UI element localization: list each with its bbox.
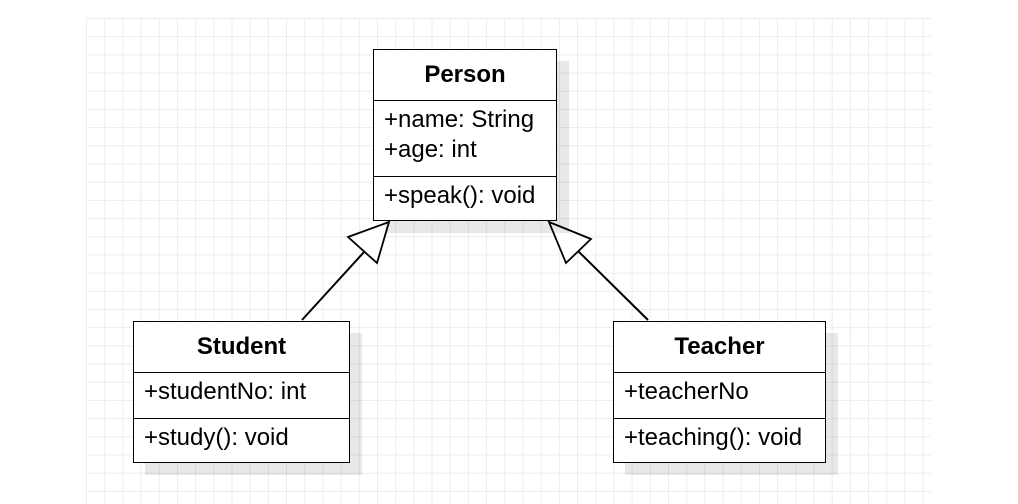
class-student[interactable]: Student +studentNo: int +study(): void [133,321,350,463]
class-attributes: +name: String +age: int [374,101,556,177]
hollow-triangle-arrowhead [346,220,391,265]
hollow-triangle-arrowhead [547,220,593,265]
class-methods: +teaching(): void [614,419,825,453]
class-name: Teacher [614,322,825,373]
class-name: Student [134,322,349,373]
class-teacher[interactable]: Teacher +teacherNo +teaching(): void [613,321,826,463]
attribute: +age: int [384,136,477,163]
attribute: +studentNo: int [144,378,307,405]
inheritance-line [576,249,649,321]
class-methods: +speak(): void [374,177,556,211]
generalization-teacher-to-person[interactable] [547,220,649,321]
method: +study(): void [144,424,289,451]
method: +speak(): void [384,182,536,209]
class-person[interactable]: Person +name: String +age: int +speak():… [373,49,557,221]
method: +teaching(): void [624,424,803,451]
class-attributes: +studentNo: int [134,373,349,419]
generalization-student-to-person[interactable] [301,220,391,321]
inheritance-line [301,239,376,321]
attribute: +teacherNo [624,378,749,405]
class-attributes: +teacherNo [614,373,825,419]
class-name: Person [374,50,556,101]
class-methods: +study(): void [134,419,349,453]
attribute: +name: String [384,106,535,133]
